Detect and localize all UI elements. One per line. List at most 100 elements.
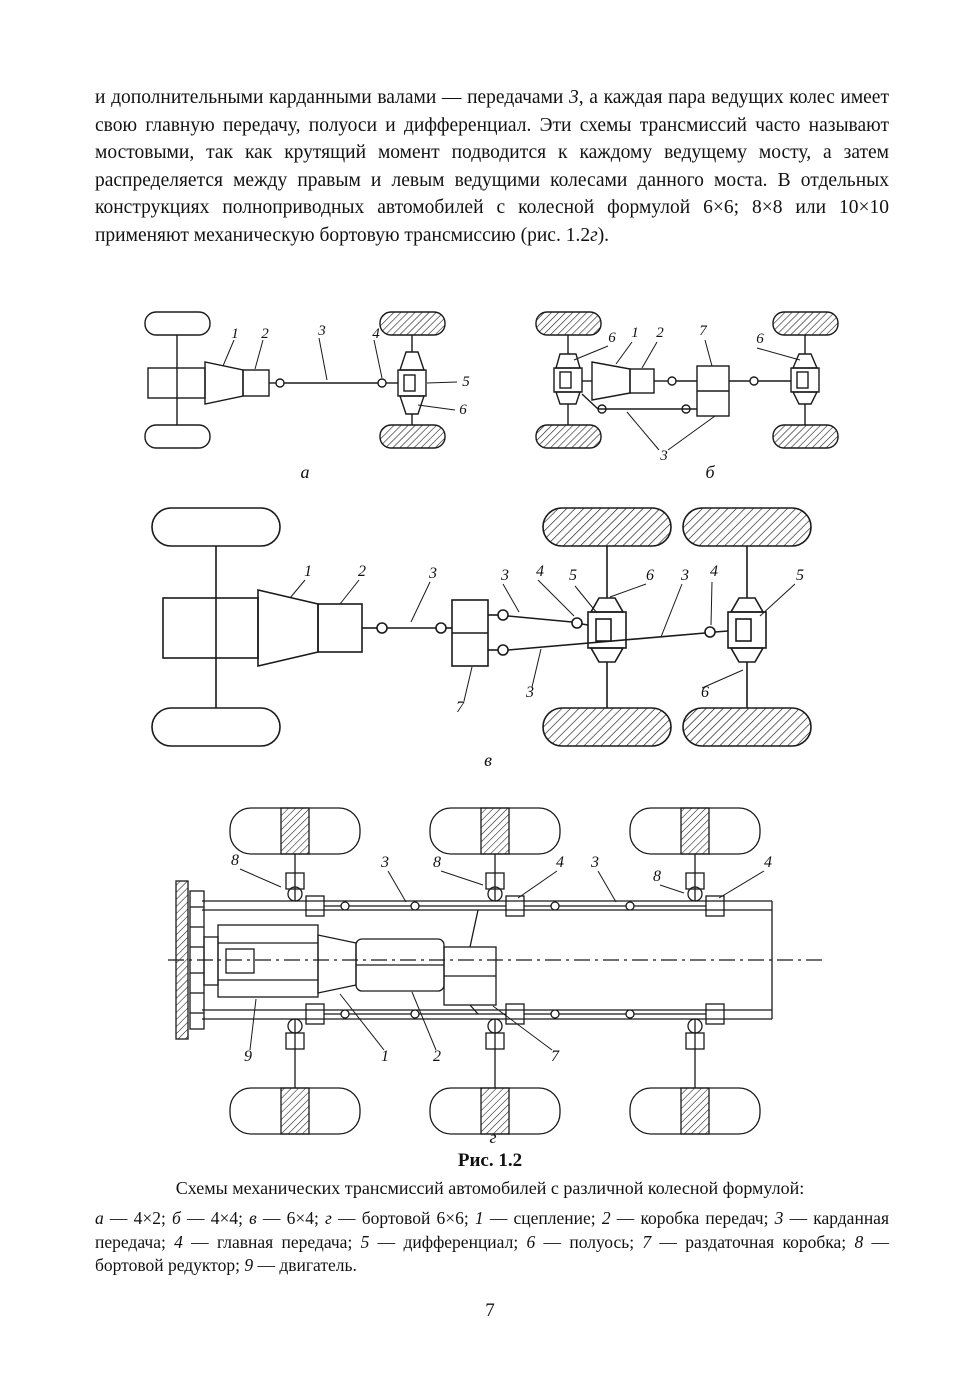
u-joint <box>704 626 716 638</box>
rear-wheel <box>379 311 446 336</box>
front-wheel <box>144 424 211 449</box>
legend-text: — дифференциал; <box>369 1231 527 1252</box>
u-joint <box>571 617 583 629</box>
callout: 6 <box>459 402 467 418</box>
callout: 6 <box>701 684 709 701</box>
callout: 5 <box>569 567 577 584</box>
legend-text: — 4×4; <box>180 1208 250 1228</box>
callout: 7 <box>551 1048 560 1065</box>
legend-text: — 4×2; <box>103 1208 173 1228</box>
main-gear <box>305 895 325 917</box>
middle-wheel <box>542 507 672 547</box>
callout: 4 <box>764 854 772 871</box>
diagram-letter-b: б <box>705 462 715 482</box>
legend-text: — коробка передач; <box>610 1208 775 1228</box>
u-joint <box>681 404 691 414</box>
legend-key: 7 <box>642 1231 652 1252</box>
main-gear <box>705 1003 725 1025</box>
callout: 4 <box>536 563 544 580</box>
callout: 4 <box>710 563 718 580</box>
legend-text: — бортовой редуктор; <box>95 1231 889 1276</box>
legend-key: 8 <box>854 1231 864 1252</box>
clutch <box>317 934 357 994</box>
diagram-4x4-drawing <box>535 311 839 451</box>
page-number: 7 <box>485 1300 495 1321</box>
front-wheel <box>151 707 281 747</box>
callout: 3 <box>680 567 689 584</box>
clutch <box>257 588 319 668</box>
front-bumper <box>175 880 189 1040</box>
u-joint <box>410 1009 420 1019</box>
differential <box>397 369 427 397</box>
callout: 7 <box>699 323 708 339</box>
callout: 1 <box>304 563 312 580</box>
callout: 6 <box>646 567 654 584</box>
u-joint <box>550 1009 560 1019</box>
u-joint <box>749 376 759 386</box>
diagram-letter-v: в <box>484 750 492 770</box>
front-wheel <box>535 311 602 336</box>
legend-text: — карданная передача; <box>95 1208 889 1252</box>
u-joint <box>625 901 635 911</box>
callout: 3 <box>428 565 437 582</box>
u-joint <box>376 622 388 634</box>
diagram-6x6-drawing <box>168 807 822 1135</box>
rear-wheel <box>682 507 812 547</box>
gearbox <box>317 603 363 653</box>
callout: 7 <box>456 699 465 716</box>
leader-lines <box>289 579 796 702</box>
callout: 3 <box>317 323 326 339</box>
intro-text: ). <box>597 224 610 246</box>
leader-lines <box>239 868 765 1051</box>
rear-wheel <box>772 424 839 449</box>
callout: 8 <box>231 852 239 869</box>
intro-paragraph: и дополнительными карданными валами — пе… <box>95 84 889 250</box>
diagram-6x4: 1 2 3 3 4 5 6 3 4 5 7 3 6 в <box>151 507 812 770</box>
board-reducer <box>285 872 305 890</box>
leader-lines <box>222 337 458 411</box>
diagram-letter-g: г <box>489 1127 496 1147</box>
diagram-4x2: 1 2 3 4 5 6 а <box>144 311 470 482</box>
legend-text: — бортовой 6×6; <box>331 1208 475 1228</box>
board-reducer <box>285 1032 305 1050</box>
legend-key: 4 <box>174 1231 183 1252</box>
legend-key: 1 <box>474 1208 484 1228</box>
legend-text: — сцепление; <box>483 1208 602 1228</box>
main-gear <box>305 1003 325 1025</box>
legend-key: 3 <box>774 1208 784 1228</box>
u-joint <box>410 901 420 911</box>
callout: 3 <box>590 854 599 871</box>
diagram-4x4: 6 1 2 7 6 3 б <box>535 311 839 482</box>
diagram-6x6-bortovaya: 8 3 8 4 3 8 4 9 1 2 7 г <box>168 807 822 1147</box>
legend-key: в <box>249 1208 257 1228</box>
legend-key: а <box>95 1208 104 1228</box>
intro-text: и дополнительными карданными валами — пе… <box>95 87 569 108</box>
intro-text: , а каждая пара ведущих колес имеет свою… <box>95 87 889 246</box>
callout: 9 <box>244 1048 252 1065</box>
rear-differential <box>727 611 767 649</box>
diagram-letter-a: а <box>301 462 310 482</box>
legend-key: г <box>325 1208 332 1228</box>
legend-text: — двигатель. <box>253 1255 357 1276</box>
u-joint <box>667 376 677 386</box>
legend-text: — полуось; <box>535 1231 643 1252</box>
board-reducer <box>685 872 705 890</box>
u-joint <box>340 1009 350 1019</box>
callout: 5 <box>462 374 470 390</box>
callout: 2 <box>433 1048 441 1065</box>
callout: 6 <box>608 330 616 346</box>
callout: 8 <box>433 854 441 871</box>
callout: 3 <box>525 684 534 701</box>
callout: 3 <box>500 567 509 584</box>
legend-text: — раздаточная коробка; <box>651 1231 855 1252</box>
front-wheel <box>535 424 602 449</box>
legend-key: 2 <box>601 1208 611 1228</box>
legend-text: — главная передача; <box>182 1231 361 1252</box>
legend-key: 5 <box>360 1231 370 1252</box>
rear-wheel <box>682 707 812 747</box>
board-reducer <box>485 872 505 890</box>
rear-wheel <box>379 424 446 449</box>
main-gear <box>505 895 525 917</box>
u-joint <box>275 378 285 388</box>
u-joint <box>550 901 560 911</box>
